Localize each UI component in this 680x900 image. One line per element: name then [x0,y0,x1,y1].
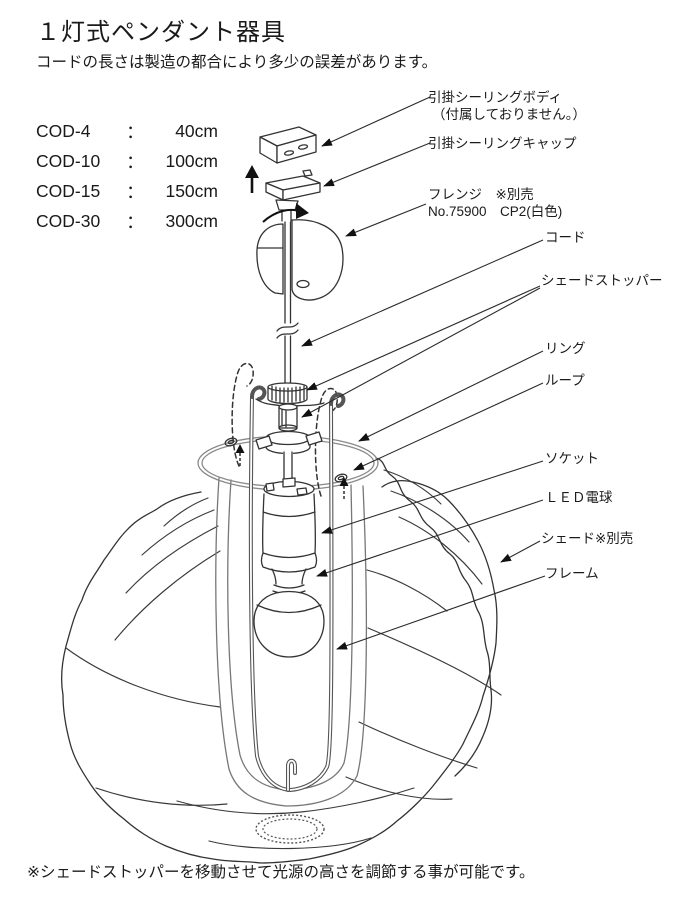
cord-separator: ： [126,151,144,172]
label-ceiling-body: 引掛シーリングボディ [428,90,563,105]
cap-clip-left [255,435,273,450]
cord-length: 150cm [165,180,218,201]
shade-drawing [60,457,502,864]
leader-lines [301,96,546,650]
cord-length-row: COD-15 ： 150cm [36,176,218,206]
cord-length-table: COD-4 ： 40cm COD-10 ： 100cm COD-15 ： 150… [36,116,218,236]
bottom-opening-drawing [255,814,325,844]
slide-motion-arrows [231,362,349,499]
leader-ceiling-body [321,96,431,147]
shade-outline [60,480,498,864]
shade-stopper-lower-drawing [278,403,298,432]
leader-frame [336,575,546,650]
up-arrow-small-left-icon [235,444,245,466]
shade-tear-edge [375,457,493,777]
label-shade: シェード※別売 [541,531,634,546]
page-subtitle: コードの長さは製造の都合により多少の誤差があります。 [36,54,438,71]
leader-flange [345,203,427,237]
leader-stopper-lower [301,287,541,418]
leader-led [316,499,544,577]
cord-model: COD-30 [36,210,101,231]
cord-separator: ： [126,181,144,202]
label-frame: フレーム [545,566,599,581]
rotate-arrow-icon [262,203,309,223]
slide-loop-right-icon [314,387,338,497]
cord-length-row: COD-4 ： 40cm [36,116,218,146]
flange-drawing [256,219,344,301]
label-socket: ソケット [545,451,599,466]
cord-length: 40cm [175,120,218,141]
cord-separator: ： [126,121,144,142]
label-ceiling-body-note: （付属しておりません。） [432,107,587,122]
ceiling-cap-drawing [265,169,321,222]
label-flange: フレンジ ※別売 [428,187,534,202]
leader-stopper-upper [306,285,541,391]
leader-shade [500,540,541,563]
cord-model: COD-15 [36,180,101,201]
leader-ceiling-cap [323,142,431,187]
cord-length-row: COD-10 ： 100cm [36,146,218,176]
label-led-bulb: ＬＥＤ電球 [545,490,613,505]
socket-cap-drawing [255,430,323,486]
label-ceiling-cap: 引掛シーリングキャップ [428,136,577,151]
cord-length: 100cm [165,150,218,171]
led-bulb-drawing [253,584,325,658]
footnote: ※シェードストッパーを移動させて光源の高さを調節する事が可能です。 [27,864,535,881]
socket-drawing [260,477,318,585]
cord-drawing [276,295,299,385]
label-ring: リング [545,341,586,356]
cord-length: 300cm [165,210,218,231]
label-shade-stopper: シェードストッパー [541,273,663,288]
label-cord: コード [545,230,586,245]
up-arrow-icon [245,165,259,193]
cutaway-window-outer [215,477,368,807]
up-arrow-small-right-icon [339,477,349,499]
label-loop: ループ [545,373,585,388]
cap-clip-right [305,431,323,446]
cord-break-mark [276,322,299,339]
cord-length-row: COD-30 ： 300cm [36,206,218,236]
page-title: １灯式ペンダント器具 [36,19,286,46]
leader-loop [353,382,544,471]
leader-ring [358,350,544,442]
leader-cord [301,239,544,347]
leader-socket [321,460,544,534]
cord-model: COD-4 [36,120,91,141]
label-flange-model: No.75900 CP2(白色) [428,204,563,219]
ceiling-body-drawing [259,126,317,164]
shade-stopper-upper-drawing [267,382,308,405]
cord-separator: ： [126,211,144,232]
cord-model: COD-10 [36,150,101,171]
slide-loop-left-icon [231,362,254,467]
